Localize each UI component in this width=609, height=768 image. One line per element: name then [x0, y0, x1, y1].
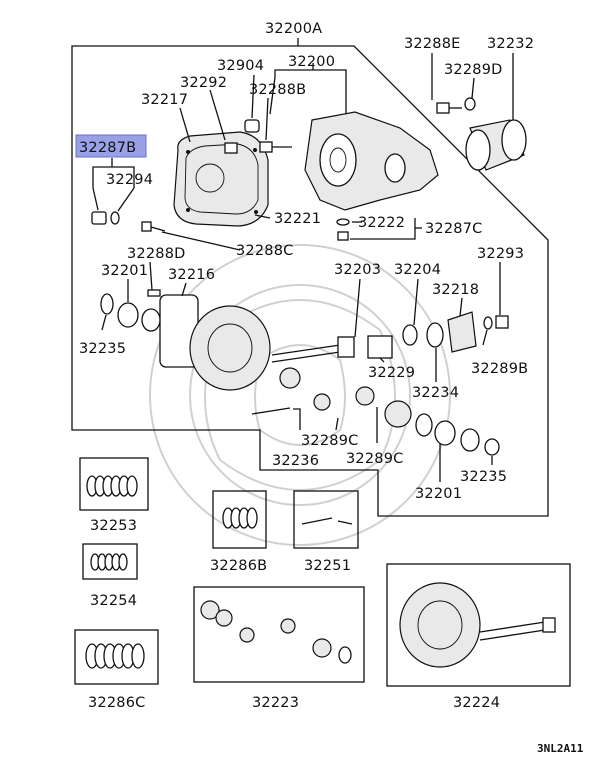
- label-32222: 32222: [358, 215, 405, 231]
- label-32253: 32253: [90, 518, 137, 534]
- label-32223: 32223: [252, 695, 299, 711]
- diagram-code: 3NL2A11: [537, 742, 584, 755]
- gear-set-32223-part: [200, 600, 352, 664]
- box-32251: [293, 490, 359, 549]
- box-32254: [82, 543, 138, 580]
- diff-case-32216-part: [159, 294, 271, 391]
- label-32235-b: 32235: [460, 469, 507, 485]
- clutch-pack-32286B-part: [222, 507, 258, 529]
- label-32292: 32292: [180, 75, 227, 91]
- bolt-32288E-part: [436, 102, 450, 114]
- label-32293: 32293: [477, 246, 524, 262]
- label-32289C-a: 32289C: [301, 433, 358, 449]
- label-32200A: 32200A: [265, 21, 322, 37]
- label-32236: 32236: [272, 453, 319, 469]
- label-32232: 32232: [487, 36, 534, 52]
- label-32216: 32216: [168, 267, 215, 283]
- label-32251: 32251: [304, 558, 351, 574]
- box-32224: [386, 563, 571, 687]
- label-32234: 32234: [412, 385, 459, 401]
- label-32200: 32200: [288, 54, 335, 70]
- bearing-inner-part: [141, 308, 161, 332]
- box-32223: [193, 586, 365, 683]
- ring-pinion-32224-part: [399, 582, 556, 668]
- pinion-gear-part: [279, 367, 301, 389]
- main-assembly-outline: [71, 45, 549, 517]
- box-32253: [79, 457, 149, 511]
- bolt-32288B-part: [259, 141, 292, 153]
- bolt-32288C-part: [141, 221, 166, 232]
- pin-set-32251-part: [301, 517, 353, 525]
- part-labels: 32200A 32288E 32232 32904 32200 32289D 3…: [79, 21, 584, 755]
- label-32287C: 32287C: [425, 221, 482, 237]
- clutch-pack-32254-part: [90, 553, 128, 571]
- label-32201-a: 32201: [101, 263, 148, 279]
- side-gear-part: [313, 393, 331, 411]
- pinion-shaft-part: [271, 311, 509, 363]
- label-32286C: 32286C: [88, 695, 145, 711]
- pin-32236-part: [251, 407, 291, 415]
- bearing-32235-part: [100, 293, 114, 315]
- highlight-32287B: [75, 134, 147, 158]
- label-32289D: 32289D: [444, 62, 503, 78]
- side-gear-b-part: [355, 386, 375, 406]
- plug-32287C-part: [337, 231, 349, 241]
- plug-32292-part: [224, 142, 238, 154]
- plug-32287B-part: [91, 211, 107, 225]
- box-32286B: [212, 490, 267, 549]
- label-32229: 32229: [368, 365, 415, 381]
- label-32286B: 32286B: [210, 558, 267, 574]
- clutch-pack-32286C-part: [85, 643, 145, 669]
- gear-32201-part: [384, 400, 412, 428]
- leader-lines: [92, 38, 514, 482]
- washer-32289D-part: [464, 97, 476, 111]
- watermark-emblem: [149, 244, 451, 546]
- label-32288E: 32288E: [404, 36, 461, 52]
- label-32288B: 32288B: [249, 82, 306, 98]
- cover-32217-part: [173, 131, 269, 227]
- label-32221: 32221: [274, 211, 321, 227]
- label-32289B: 32289B: [471, 361, 528, 377]
- shim-32201-part: [117, 302, 139, 328]
- vent-32904-part: [244, 119, 260, 133]
- label-32254: 32254: [90, 593, 137, 609]
- box-32286C: [74, 629, 159, 685]
- clutch-pack-32253-part: [86, 475, 138, 497]
- washer-32222-part: [336, 218, 350, 226]
- label-32217: 32217: [141, 92, 188, 108]
- label-32203: 32203: [334, 262, 381, 278]
- label-32288C: 32288C: [236, 243, 293, 259]
- label-32224: 32224: [453, 695, 500, 711]
- label-32218: 32218: [432, 282, 479, 298]
- bushing-32232-part: [465, 119, 527, 171]
- label-32287B: 32287B: [79, 140, 136, 156]
- washer-32294-part: [110, 211, 120, 225]
- label-32204: 32204: [394, 262, 441, 278]
- label-32289C-b: 32289C: [346, 451, 403, 467]
- carrier-32200-part: [304, 111, 439, 211]
- label-32235-a: 32235: [79, 341, 126, 357]
- bolt-32288D-part: [147, 289, 161, 297]
- label-32288D: 32288D: [127, 246, 186, 262]
- label-32294: 32294: [106, 172, 153, 188]
- label-32904: 32904: [217, 58, 264, 74]
- label-32201-b: 32201: [415, 486, 462, 502]
